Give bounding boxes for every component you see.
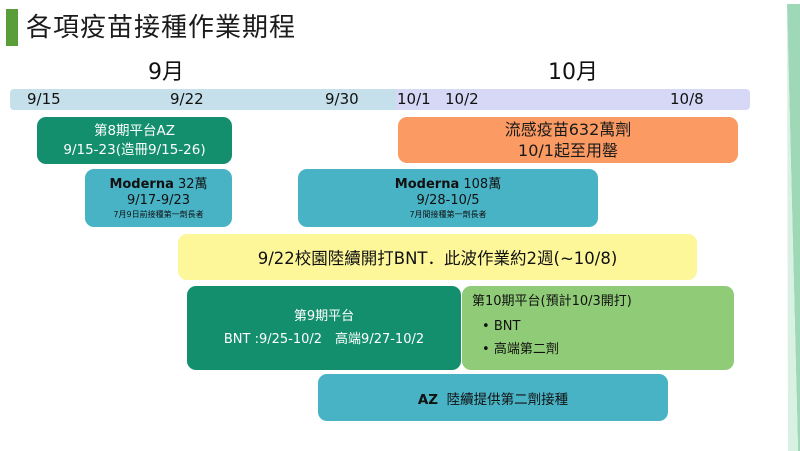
phase10-item-bnt: • BNT: [482, 319, 521, 334]
bar-phase9: 第9期平台 BNT :9/25-10/2 高端9/27-10/2: [187, 286, 461, 370]
decorative-green-stripe: [787, 4, 800, 451]
bar-moderna-32: Moderna 32萬 9/17-9/23 7月9日前接種第一劑長者: [85, 169, 232, 227]
month-label-october: 10月: [548, 60, 598, 85]
moderna32-name: Moderna: [109, 176, 174, 192]
moderna32-note: 7月9日前接種第一劑長者: [113, 209, 204, 219]
phase8-dates: 9/15-23(造冊9/15-26): [63, 141, 206, 158]
phase10-heading: 第10期平台(預計10/3開打): [472, 294, 632, 309]
tick-9-15: 9/15: [27, 90, 61, 108]
bar-phase8-az: 第8期平台AZ 9/15-23(造冊9/15-26): [37, 117, 232, 164]
phase10-item-medigen: • 高端第二劑: [482, 342, 559, 357]
timeline-band-october: [396, 89, 750, 110]
timeline-band-september: [10, 89, 402, 110]
campus-bnt-text: 9/22校園陸續開打BNT．此波作業約2週(~10/8): [257, 249, 618, 268]
moderna108-note: 7月間接種第一劑長者: [409, 209, 487, 219]
month-label-september: 9月: [148, 60, 184, 85]
tick-9-22: 9/22: [170, 90, 204, 108]
moderna108-dates: 9/28-10/5: [416, 192, 480, 208]
phase10-item-medigen-label: 高端第二劑: [493, 342, 559, 357]
bar-campus-bnt: 9/22校園陸續開打BNT．此波作業約2週(~10/8): [178, 234, 697, 280]
moderna108-name: Moderna: [394, 176, 460, 192]
tick-10-2: 10/2: [445, 90, 479, 108]
az-second-bold: AZ: [417, 391, 439, 408]
phase10-item-bnt-label: BNT: [493, 319, 521, 334]
bar-flu-vaccine: 流感疫苗632萬劑 10/1起至用罄: [398, 117, 738, 163]
title-accent-bar: [6, 9, 18, 46]
tick-10-1: 10/1: [397, 90, 431, 108]
bar-phase10: 第10期平台(預計10/3開打) • BNT • 高端第二劑: [462, 286, 734, 370]
phase9-dates: BNT :9/25-10/2 高端9/27-10/2: [223, 332, 425, 347]
az-second-text: 陸續提供第二劑接種: [446, 391, 569, 408]
bar-moderna-108: Moderna 108萬 9/28-10/5 7月間接種第一劑長者: [298, 169, 598, 227]
tick-9-30: 9/30: [325, 90, 359, 108]
moderna108-amount: 108萬: [463, 176, 502, 192]
page-title: 各項疫苗接種作業期程: [26, 13, 297, 43]
tick-10-8: 10/8: [670, 90, 704, 108]
flu-dates: 10/1起至用罄: [518, 141, 618, 160]
moderna32-amount: 32萬: [178, 176, 208, 192]
bar-az-second-dose: AZ 陸續提供第二劑接種: [318, 374, 668, 421]
moderna32-dates: 9/17-9/23: [126, 192, 191, 208]
phase8-title: 第8期平台AZ: [93, 122, 176, 139]
phase9-title: 第9期平台: [293, 309, 355, 324]
flu-title: 流感疫苗632萬劑: [504, 120, 632, 139]
